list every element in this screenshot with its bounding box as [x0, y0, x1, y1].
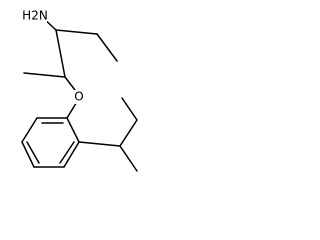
- aromatic-inner-bond-left: [26, 141, 40, 164]
- ring-bond-5: [21, 117, 38, 143]
- aromatic-inner-bond-right: [59, 141, 75, 164]
- bond-amine-carbon-to-ether-carbon: [55, 29, 66, 78]
- bond-sec-butyl-to-methyl: [119, 145, 138, 172]
- molecule-structure: H2N O: [21, 8, 138, 172]
- bond-sec-butyl-to-ethyl: [119, 119, 138, 147]
- amine-label: H2N: [22, 9, 48, 23]
- ether-oxygen-label: O: [74, 90, 83, 104]
- bond-ethyl-carbon-to-methyl: [96, 33, 118, 62]
- bond-ether-carbon-to-methyl: [23, 72, 66, 78]
- ring-bond-2: [63, 141, 80, 168]
- bond-ethyl-terminal: [121, 97, 138, 121]
- amine-label-background: [23, 8, 47, 24]
- bond-ring-to-sec-butyl: [78, 141, 121, 147]
- bond-amine-carbon-to-ethyl-carbon: [55, 29, 98, 35]
- ring-bond-1: [66, 117, 80, 143]
- ring-bond-4: [21, 141, 35, 168]
- oxygen-label-background: [74, 90, 84, 104]
